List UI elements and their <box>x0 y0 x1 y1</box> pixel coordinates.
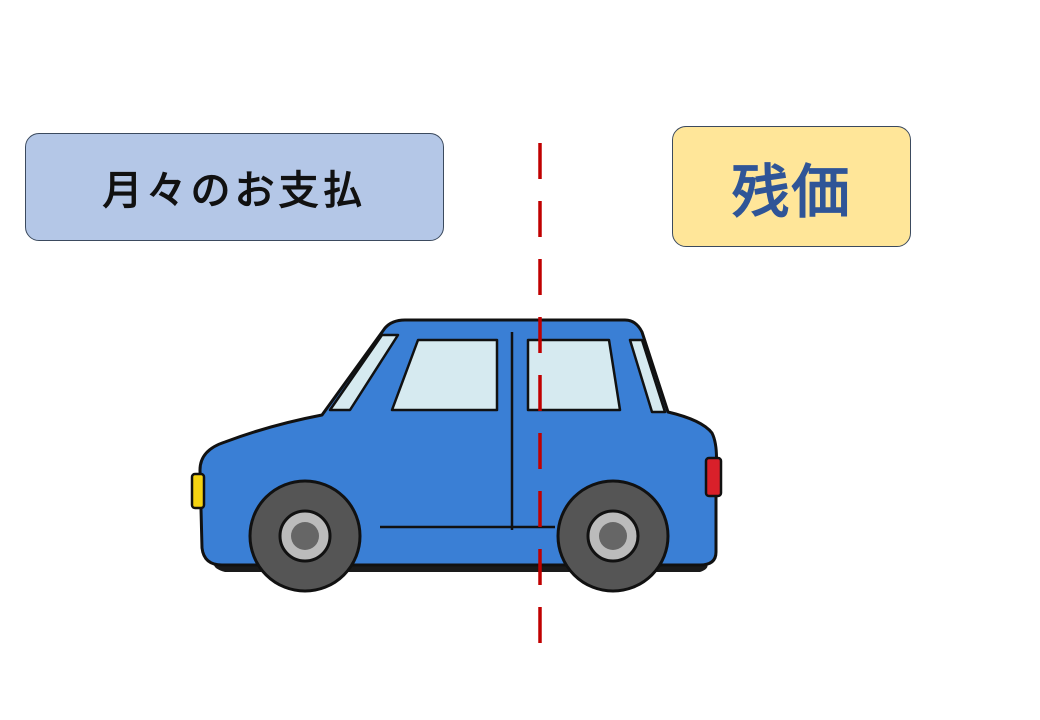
car-icon <box>190 318 723 593</box>
car-middle-window <box>390 338 499 412</box>
rear-wheel-icon <box>556 479 670 593</box>
monthly-payment-label: 月々のお支払 <box>25 133 444 241</box>
front-wheel-icon <box>248 479 362 593</box>
car-back-window <box>628 338 667 414</box>
residual-value-text: 残価 <box>731 157 852 226</box>
headlight-icon <box>190 472 206 510</box>
residual-value-label: 残価 <box>672 126 911 247</box>
monthly-payment-text: 月々のお支払 <box>102 168 367 214</box>
car-front-window <box>328 333 400 412</box>
car-rear-window <box>526 338 622 412</box>
taillight-icon <box>704 456 723 498</box>
